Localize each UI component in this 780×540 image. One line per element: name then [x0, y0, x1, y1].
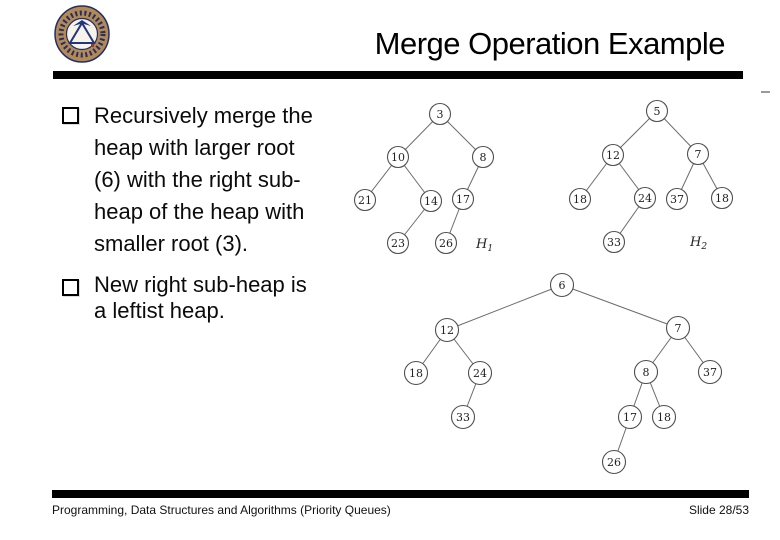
tree-node-value: 24: [473, 367, 487, 380]
tree-node-value: 18: [715, 192, 729, 205]
header-divider: [53, 71, 743, 79]
tree-node-value: 10: [391, 151, 405, 164]
slide-number: Slide 28/53: [688, 503, 749, 517]
tree-node-circle: [353, 188, 377, 212]
tree-edge: [561, 284, 679, 329]
scan-artifact: [761, 91, 770, 93]
tree-node-circle: [633, 359, 659, 385]
tree-node-value: 3: [437, 108, 444, 121]
tree-node-value: 37: [703, 366, 717, 379]
tree-node-circle: [645, 99, 669, 123]
tree-node-value: 17: [456, 193, 470, 206]
tree-node-circle: [602, 230, 626, 254]
bullet-item-merge-rule: Recursively merge the heap with larger r…: [62, 100, 362, 260]
tree-node-circle: [434, 317, 460, 343]
seal-ring-text: [58, 10, 106, 58]
tree-node-circle: [471, 145, 495, 169]
tree-node-circle: [467, 360, 493, 386]
tree-node-circle: [386, 145, 410, 169]
tree-node-value: 33: [456, 411, 470, 424]
tree-node-circle: [665, 315, 691, 341]
tree-node-value: 18: [409, 367, 423, 380]
tree-node-value: 6: [559, 279, 566, 292]
tree-label-H1: H1: [475, 237, 493, 254]
tree-node-circle: [434, 231, 458, 255]
tree-node-circle: [451, 187, 475, 211]
page-title: Merge Operation Example: [374, 26, 726, 61]
tree-node-value: 24: [638, 192, 652, 205]
tree-node-circle: [601, 449, 627, 475]
tree-node-circle: [617, 404, 643, 430]
tree-node-value: 17: [623, 411, 637, 424]
seal-red-mark: [91, 44, 94, 47]
tree-node-circle: [633, 186, 657, 210]
tree-node-circle: [450, 404, 476, 430]
tree-node-value: 12: [440, 324, 454, 337]
footer-course-title: Programming, Data Structures and Algorit…: [52, 503, 391, 517]
bullet-text: New right sub-heap is a leftist heap.: [94, 272, 307, 323]
tree-node-value: 26: [439, 237, 453, 250]
tree-node-circle: [710, 186, 734, 210]
tree-H1: 3 10 8 21 14 17 23 26 H1: [353, 102, 495, 255]
tree-node-circle: [665, 187, 689, 211]
tree-label-H2: H2: [689, 235, 707, 252]
tree-node-value: 23: [391, 237, 405, 250]
tree-node-value: 37: [670, 193, 684, 206]
tree-node-value: 5: [654, 105, 661, 118]
tree-node-circle: [386, 231, 410, 255]
tree-node-circle: [697, 359, 723, 385]
square-bullet-icon: [62, 279, 79, 296]
tree-node-value: 8: [643, 366, 650, 379]
seal-triangle-emblem: [68, 21, 96, 44]
tree-node-value: 12: [606, 149, 620, 162]
tree-node-value: 26: [607, 456, 621, 469]
tree-merged: 6 12 7 18 24 33 8 37 17 18 26: [403, 272, 723, 475]
square-bullet-icon: [62, 107, 79, 124]
tree-node-value: 18: [657, 411, 671, 424]
tree-edge: [446, 284, 563, 331]
tree-node-circle: [403, 360, 429, 386]
tree-node-value: 8: [480, 151, 487, 164]
tree-node-value: 7: [675, 322, 682, 335]
bullet-text: Recursively merge the heap with larger r…: [94, 103, 313, 256]
tree-node-circle: [686, 142, 710, 166]
university-seal-logo: [54, 5, 110, 63]
tree-node-value: 7: [695, 148, 702, 161]
tree-node-circle: [568, 187, 592, 211]
tree-node-circle: [651, 404, 677, 430]
tree-node-circle: [428, 102, 452, 126]
tree-node-value: 14: [424, 195, 438, 208]
seal-bird-emblem: [73, 20, 91, 26]
tree-H2: 5 12 7 18 24 37 18 33 H2: [568, 99, 734, 254]
tree-node-circle: [601, 143, 625, 167]
tree-node-circle: [549, 272, 575, 298]
tree-node-value: 18: [573, 193, 587, 206]
bullet-item-leftist-heap: New right sub-heap is a leftist heap.: [62, 272, 362, 324]
tree-node-value: 33: [607, 236, 621, 249]
tree-node-circle: [419, 189, 443, 213]
tree-node-value: 21: [358, 194, 372, 207]
footer-divider: [52, 490, 749, 498]
